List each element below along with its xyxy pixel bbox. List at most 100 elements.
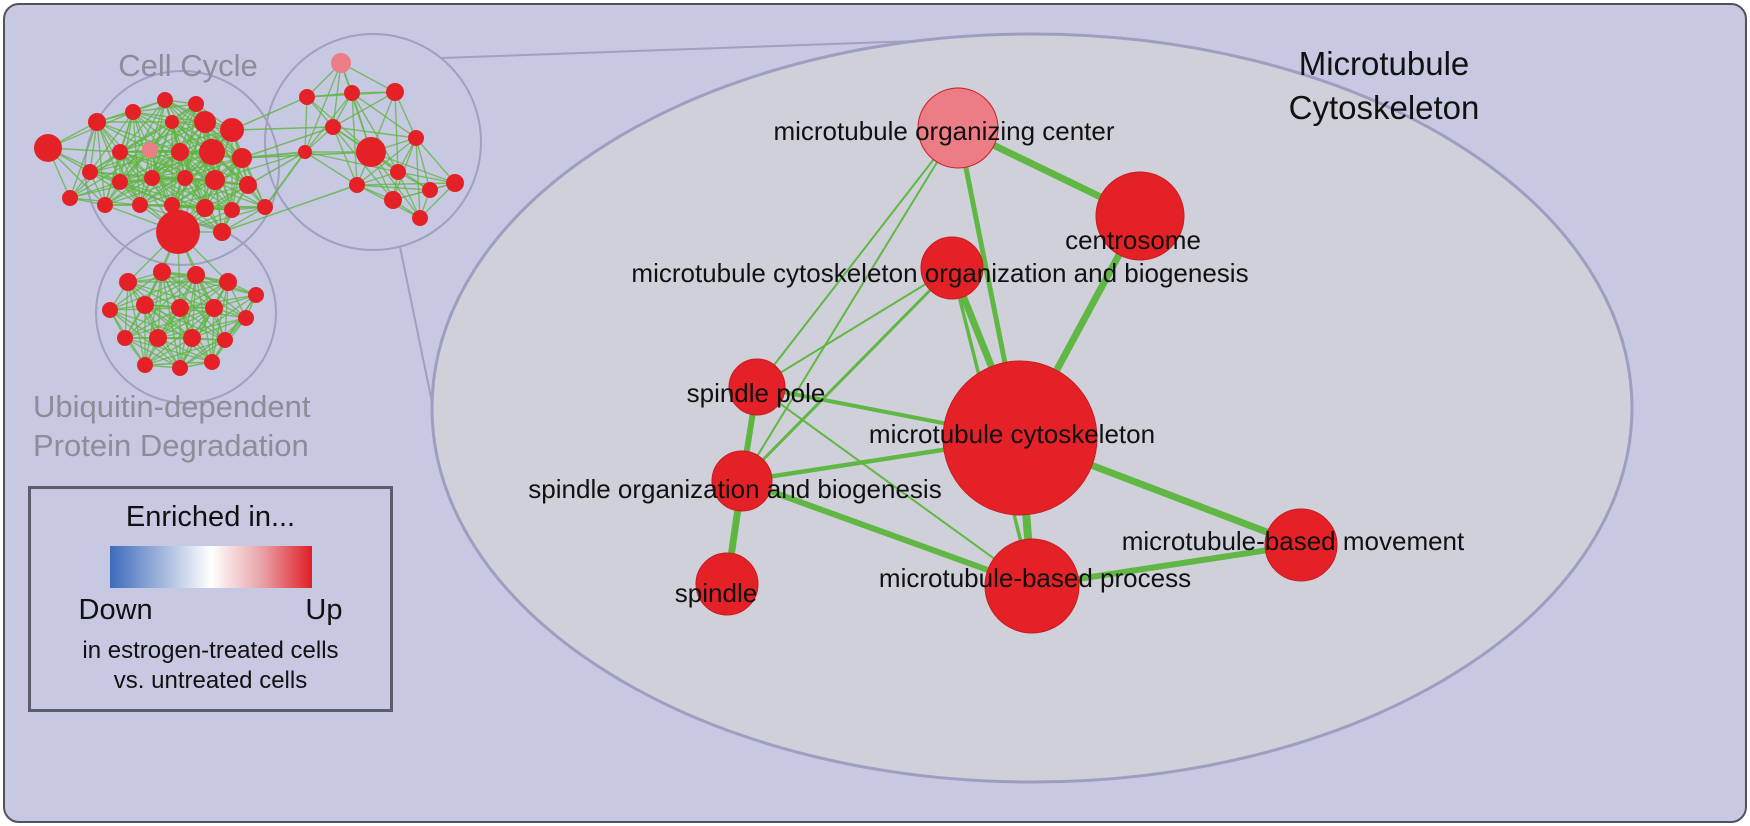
overview-node: [144, 170, 160, 186]
overview-node: [325, 119, 341, 135]
overview-edge: [161, 271, 257, 296]
overview-node: [220, 118, 244, 142]
overview-node: [422, 182, 438, 198]
overview-edge: [304, 62, 342, 153]
legend-title: Enriched in...: [125, 501, 296, 533]
overview-bridge-edge: [214, 151, 306, 181]
legend-box: Enriched in... Down Up in estrogen-treat…: [28, 486, 393, 712]
overview-node: [257, 199, 273, 215]
overview-edge: [356, 184, 431, 191]
edge-moc-spindle_pole: [756, 127, 959, 388]
overview-edge: [104, 177, 186, 206]
overview-node: [149, 329, 167, 347]
overview-node: [156, 210, 200, 254]
overview-edge: [191, 317, 247, 339]
overview-edge: [47, 111, 134, 149]
overview-edge: [144, 339, 226, 366]
overview-node: [344, 85, 360, 101]
overview-edge: [104, 151, 121, 206]
overview-edge: [96, 121, 181, 153]
overview-edge: [124, 307, 181, 339]
node-label-mcob: microtubule cytoskeleton organization an…: [631, 258, 1248, 288]
overview-edge: [149, 99, 166, 151]
legend-subtitle-line2: vs. untreated cells: [113, 667, 308, 694]
overview-bridge-edge: [221, 184, 358, 233]
overview-edge: [332, 126, 358, 186]
overview-node: [142, 142, 158, 158]
overview-edge: [119, 99, 166, 153]
overview-edge: [89, 171, 186, 179]
overview-edge: [144, 271, 163, 366]
overview-node: [213, 223, 231, 241]
overview-bridge-edge: [241, 126, 334, 159]
edge-moc-sob: [741, 127, 959, 482]
overview-edge: [144, 274, 197, 306]
overview-bridge-edge: [247, 151, 306, 186]
edge-mcob-sob: [740, 266, 954, 483]
overview-edge: [96, 121, 121, 183]
legend-updown-row: Down Up: [79, 594, 343, 627]
overview-edge: [179, 151, 223, 233]
overview-bridge-edge: [231, 126, 334, 131]
overview-edge: [151, 103, 197, 179]
overview-node: [349, 177, 365, 193]
overview-node: [298, 145, 312, 159]
overview-node: [239, 176, 257, 194]
overview-edge: [304, 151, 399, 173]
overview-node: [88, 113, 106, 131]
overview-node: [386, 83, 404, 101]
node-label-mbp: microtubule-based process: [879, 563, 1191, 593]
overview-edge: [171, 204, 223, 233]
overview-node: [194, 111, 216, 133]
node-label-spindle: spindle: [675, 578, 757, 608]
overview-edge: [157, 307, 215, 339]
overview-node: [117, 330, 133, 346]
overview-edge: [119, 121, 206, 153]
overview-node: [219, 273, 237, 291]
overview-node: [97, 197, 113, 213]
overview-node: [177, 170, 193, 186]
overview-edge: [195, 274, 247, 319]
node-centrosome: [1095, 171, 1185, 261]
overview-node: [171, 143, 189, 161]
overview-bridge-edge: [264, 151, 306, 208]
overview-node: [119, 273, 137, 291]
overview-edge: [394, 91, 399, 173]
overview-node: [157, 92, 173, 108]
node-label-mc: microtubule cytoskeleton: [869, 419, 1155, 449]
edge-sob-mbp: [740, 478, 1034, 589]
overview-node: [232, 148, 252, 168]
overview-edge: [119, 111, 134, 183]
overview-node: [199, 139, 225, 165]
overview-edge: [144, 304, 226, 341]
overview-edge: [144, 337, 193, 366]
overview-edge: [157, 337, 213, 363]
overview-node: [132, 197, 148, 213]
overview-edge: [119, 99, 166, 183]
overview-node: [188, 96, 204, 112]
overview-edge: [144, 281, 229, 306]
overview-edge: [184, 177, 233, 211]
node-sob: [711, 450, 773, 512]
overview-edge: [397, 171, 456, 184]
overview-node: [171, 299, 189, 317]
overview-edge: [171, 184, 249, 206]
overview-edge: [340, 62, 396, 93]
overview-edge: [415, 137, 431, 191]
overview-edge: [124, 337, 213, 363]
overview-edge: [96, 121, 106, 206]
cluster-label-ubiquitin: Ubiquitin-dependent Protein Degradation: [33, 388, 311, 466]
overview-edge: [127, 281, 146, 366]
overview-edge: [157, 317, 247, 339]
overview-edge: [171, 121, 206, 206]
overview-edge: [211, 307, 215, 363]
overview-node: [62, 190, 78, 206]
overview-node: [196, 199, 214, 217]
legend-gradient-bar: [109, 546, 312, 588]
overview-node: [136, 296, 154, 314]
node-label-mbm: microtubule-based movement: [1122, 526, 1465, 556]
overview-node: [137, 357, 153, 373]
node-label-spindle_pole: spindle pole: [687, 378, 826, 408]
overview-node: [205, 299, 223, 317]
